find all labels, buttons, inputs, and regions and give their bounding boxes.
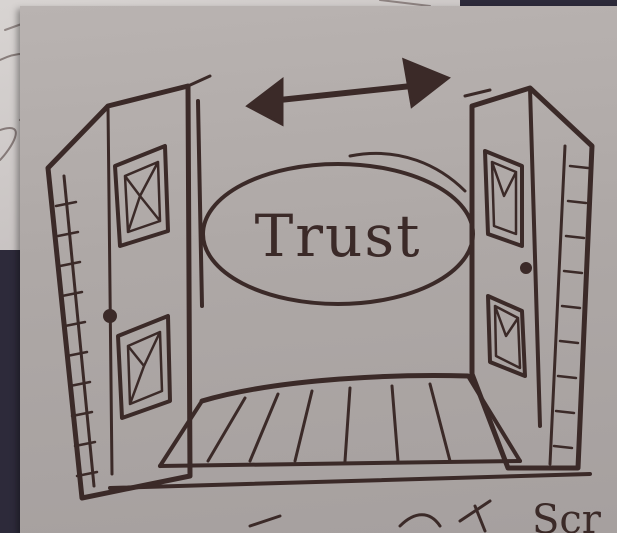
caption-text: Scr <box>532 497 602 533</box>
double-arrow <box>248 60 448 124</box>
sketch-paper: Trust <box>20 6 617 533</box>
trust-word: Trust <box>255 202 422 270</box>
trust-oval: Trust <box>203 153 473 304</box>
right-door <box>465 88 592 468</box>
left-door <box>48 76 210 498</box>
bottom-caption: Scr <box>250 497 602 533</box>
door-sketch: Trust <box>20 6 617 533</box>
floor-perspective <box>110 376 590 488</box>
